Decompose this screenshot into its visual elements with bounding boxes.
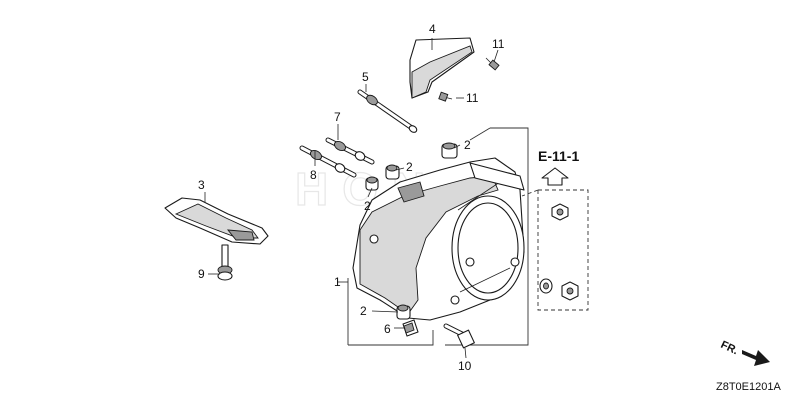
screw-part-11-lower bbox=[438, 91, 453, 102]
nut-lower bbox=[561, 281, 579, 301]
callout-5: 5 bbox=[362, 70, 369, 84]
screw-part-11-upper bbox=[485, 57, 500, 71]
callout-2d: 2 bbox=[360, 304, 367, 318]
callout-8: 8 bbox=[310, 168, 317, 182]
direction-label: FR. bbox=[719, 339, 740, 357]
callout-1: 1 bbox=[334, 275, 341, 289]
callout-numbers: 1 2 2 2 2 3 4 5 6 7 8 9 10 11 11 bbox=[198, 22, 505, 373]
reference-box-e-11-1 bbox=[521, 167, 589, 311]
callout-10: 10 bbox=[458, 359, 472, 373]
assembly-bracket-part-1 bbox=[347, 127, 529, 346]
callout-11-lower: 11 bbox=[466, 91, 479, 105]
reference-label[interactable]: E-11-1 bbox=[538, 148, 579, 164]
grommet-part-2-a bbox=[441, 142, 458, 159]
stud-bolt-part-7 bbox=[325, 137, 375, 165]
cover-plate-part-4 bbox=[409, 37, 475, 99]
callout-2a: 2 bbox=[464, 138, 471, 152]
callout-4: 4 bbox=[429, 22, 436, 36]
stud-bolt-part-5 bbox=[357, 89, 418, 133]
reference-arrow-icon bbox=[541, 167, 569, 186]
callout-3: 3 bbox=[198, 178, 205, 192]
callout-9: 9 bbox=[198, 267, 205, 281]
front-direction-indicator: FR. bbox=[719, 339, 770, 366]
callout-6: 6 bbox=[384, 322, 391, 336]
bolt-part-9 bbox=[217, 244, 233, 281]
callout-2b: 2 bbox=[406, 160, 413, 174]
front-arrow-icon bbox=[742, 350, 770, 366]
grommet-part-2-b bbox=[385, 164, 400, 180]
callout-11-upper: 11 bbox=[492, 37, 505, 51]
diagram-code: Z8T0E1201A bbox=[716, 381, 781, 393]
clip-part-6 bbox=[402, 319, 419, 337]
callout-2c: 2 bbox=[364, 199, 371, 213]
stud-bolt-part-8 bbox=[299, 145, 357, 178]
grommet-part-2-d bbox=[396, 304, 411, 320]
leader-lines bbox=[204, 38, 499, 359]
fan-cover-housing bbox=[352, 157, 525, 321]
flange-bolt-part-10 bbox=[443, 323, 475, 349]
callout-7: 7 bbox=[334, 110, 341, 124]
bracket-part-3 bbox=[164, 197, 269, 245]
washer-lower bbox=[539, 278, 553, 294]
nut-upper bbox=[551, 203, 569, 221]
grommet-part-2-c bbox=[365, 176, 379, 191]
